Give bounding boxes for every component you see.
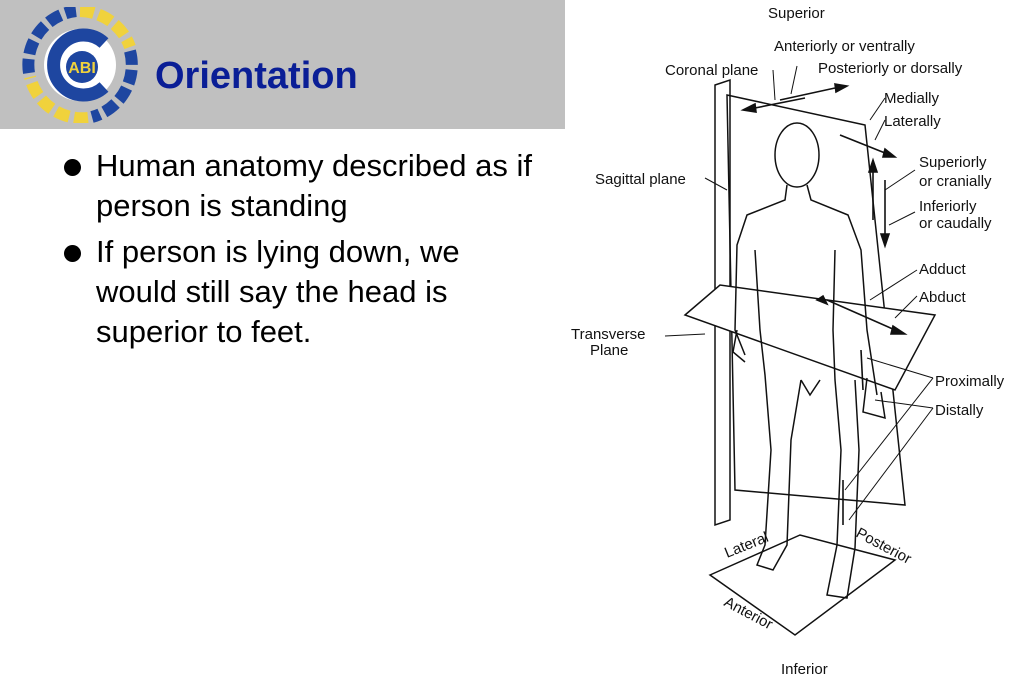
label-transverse: Transverse (571, 326, 645, 343)
bullet-list: Human anatomy described as if person is … (62, 146, 532, 358)
leader-lines (664, 65, 934, 521)
label-lateral: Lateral (722, 529, 771, 562)
label-caudally: or caudally (919, 215, 992, 232)
human-figure (732, 122, 886, 599)
label-medially: Medially (884, 90, 940, 107)
label-sagittal-plane: Sagittal plane (595, 171, 686, 188)
logo-ring (22, 7, 138, 123)
slide-title: Orientation (155, 55, 358, 97)
label-anteriorly: Anteriorly or ventrally (774, 38, 915, 55)
bullet-item: Human anatomy described as if person is … (62, 146, 532, 226)
bullet-text: If person is lying down, we would still … (96, 234, 460, 349)
label-laterally: Laterally (884, 113, 941, 130)
bullet-item: If person is lying down, we would still … (62, 232, 532, 352)
label-posterior: Posterior (853, 525, 914, 568)
bullet-dot-icon (64, 159, 81, 176)
floor-plate (708, 534, 897, 636)
label-superiorly: Superiorly (919, 154, 987, 171)
bullet-dot-icon (64, 245, 81, 262)
label-plane: Plane (590, 342, 628, 359)
anatomy-orientation-figure: Superior Anteriorly or ventrally Coronal… (571, 5, 1005, 678)
label-anterior: Anterior (721, 594, 775, 634)
logo-text: ABI (68, 60, 96, 77)
label-coronal-plane: Coronal plane (665, 62, 758, 79)
abi-logo: ABI (22, 7, 138, 123)
label-proximally: Proximally (935, 373, 1005, 390)
label-abduct: Abduct (919, 289, 967, 306)
label-superior: Superior (768, 5, 825, 22)
sagittal-plane (726, 94, 906, 506)
transverse-plane (683, 284, 937, 391)
label-adduct: Adduct (919, 261, 967, 278)
label-cranially: or cranially (919, 173, 992, 190)
label-inferior: Inferior (781, 661, 828, 678)
coronal-plane (714, 78, 731, 527)
bullet-text: Human anatomy described as if person is … (96, 148, 532, 223)
label-inferiorly: Inferiorly (919, 198, 977, 215)
label-posteriorly: Posteriorly or dorsally (818, 60, 963, 77)
label-distally: Distally (935, 402, 984, 419)
direction-arrows (740, 83, 908, 525)
